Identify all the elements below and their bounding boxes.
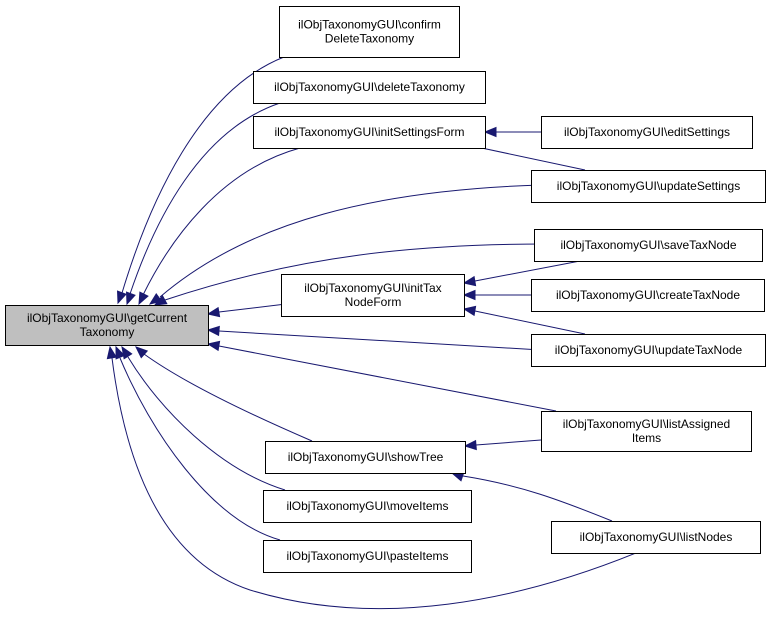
edge-updateTaxNode-to-initTaxNodeForm [462, 305, 586, 335]
node-label: Items [632, 431, 661, 445]
edge-deleteTaxonomy-to-getCurrentTaxonomy [126, 102, 281, 306]
arrowhead-icon [463, 439, 477, 451]
node-box[interactable] [253, 71, 486, 104]
edge-showTree-to-getCurrentTaxonomy [135, 346, 313, 442]
edge-line [127, 356, 286, 491]
node-box[interactable] [265, 441, 466, 474]
edge-initSettingsForm-to-getCurrentTaxonomy [138, 147, 301, 306]
node-label: NodeForm [345, 295, 402, 309]
node-update-tax-node[interactable]: ilObjTaxonomyGUI\updateTaxNode [531, 334, 766, 367]
node-box[interactable] [263, 490, 472, 523]
node-box[interactable] [253, 116, 486, 149]
edge-listNodes-to-getCurrentTaxonomy [106, 345, 637, 610]
node-box[interactable] [279, 6, 460, 58]
node-paste-items[interactable]: ilObjTaxonomyGUI\pasteItems [263, 540, 472, 573]
arrowhead-icon [106, 345, 118, 360]
node-box[interactable] [534, 229, 763, 262]
arrowhead-icon [117, 290, 127, 305]
node-label: ilObjTaxonomyGUI\getCurrent [27, 311, 188, 325]
edge-saveTaxNode-to-initTaxNodeForm [462, 260, 581, 287]
arrowhead-icon [462, 289, 476, 301]
edge-line [218, 303, 287, 313]
edge-listNodes-to-showTree [450, 471, 613, 522]
edge-saveTaxNode-to-getCurrentTaxonomy [153, 243, 547, 306]
node-label: ilObjTaxonomyGUI\confirm [298, 18, 441, 32]
node-delete-taxonomy[interactable]: ilObjTaxonomyGUI\deleteTaxonomy [253, 71, 486, 104]
edge-line [119, 357, 281, 541]
edge-editSettings-to-initSettingsForm [483, 126, 541, 138]
node-label: Taxonomy [80, 325, 135, 339]
node-box[interactable] [263, 540, 472, 573]
arrowhead-icon [153, 294, 168, 306]
edge-line [218, 345, 557, 412]
arrowhead-icon [206, 325, 220, 337]
edge-line [159, 184, 542, 298]
node-box[interactable] [5, 305, 209, 346]
node-label: ilObjTaxonomyGUI\initSettingsForm [274, 125, 464, 139]
edge-line [475, 439, 542, 446]
arrowhead-icon [138, 291, 149, 306]
node-label: ilObjTaxonomyGUI\initTax [304, 281, 441, 295]
node-box[interactable] [531, 334, 766, 367]
node-update-settings[interactable]: ilObjTaxonomyGUI\updateSettings [531, 170, 766, 203]
nodes-layer: ilObjTaxonomyGUI\getCurrentTaxonomyilObj… [5, 6, 766, 573]
edge-line [143, 353, 313, 442]
edge-line [474, 260, 581, 282]
arrowhead-icon [121, 345, 133, 360]
node-box[interactable] [541, 116, 753, 149]
edge-updateTaxNode-to-getCurrentTaxonomy [206, 325, 542, 351]
node-label: ilObjTaxonomyGUI\deleteTaxonomy [274, 80, 465, 94]
arrowhead-icon [206, 306, 221, 318]
arrowhead-icon [135, 346, 149, 359]
node-label: ilObjTaxonomyGUI\listAssigned [563, 417, 730, 431]
node-label: ilObjTaxonomyGUI\saveTaxNode [560, 238, 736, 252]
arrowhead-icon [462, 275, 477, 287]
edge-line [129, 102, 281, 295]
node-list-nodes[interactable]: ilObjTaxonomyGUI\listNodes [551, 521, 761, 554]
arrowhead-icon [115, 345, 126, 360]
node-move-items[interactable]: ilObjTaxonomyGUI\moveItems [263, 490, 472, 523]
node-label: ilObjTaxonomyGUI\pasteItems [286, 549, 448, 563]
edge-line [474, 310, 586, 335]
node-label: ilObjTaxonomyGUI\showTree [288, 450, 444, 464]
node-label: ilObjTaxonomyGUI\editSettings [564, 125, 730, 139]
edge-line [462, 475, 613, 522]
arrowhead-icon [462, 305, 477, 317]
node-box[interactable] [531, 279, 765, 312]
node-label: ilObjTaxonomyGUI\moveItems [286, 499, 448, 513]
node-label: ilObjTaxonomyGUI\updateTaxNode [555, 343, 743, 357]
edge-line [164, 243, 547, 301]
node-label: DeleteTaxonomy [325, 32, 414, 46]
edge-line [111, 357, 637, 610]
edge-listAssignedItems-to-getCurrentTaxonomy [206, 340, 557, 412]
arrowhead-icon [126, 291, 136, 306]
node-label: ilObjTaxonomyGUI\listNodes [580, 530, 733, 544]
node-box[interactable] [281, 274, 465, 317]
node-box[interactable] [531, 170, 766, 203]
edges-layer [106, 56, 637, 610]
edge-initTaxNodeForm-to-getCurrentTaxonomy [206, 303, 287, 318]
node-label: ilObjTaxonomyGUI\updateSettings [557, 179, 740, 193]
node-box[interactable] [541, 411, 752, 452]
node-show-tree[interactable]: ilObjTaxonomyGUI\showTree [265, 441, 466, 474]
edge-pasteItems-to-getCurrentTaxonomy [115, 345, 281, 541]
arrowhead-icon [206, 340, 221, 352]
edge-line [218, 330, 542, 351]
edge-listAssignedItems-to-showTree [463, 439, 542, 451]
node-save-tax-node[interactable]: ilObjTaxonomyGUI\saveTaxNode [534, 229, 763, 262]
arrowhead-icon [483, 126, 497, 138]
node-init-settings-form[interactable]: ilObjTaxonomyGUI\initSettingsForm [253, 116, 486, 149]
edge-line [142, 147, 301, 296]
node-edit-settings[interactable]: ilObjTaxonomyGUI\editSettings [541, 116, 753, 149]
node-label: ilObjTaxonomyGUI\createTaxNode [556, 288, 740, 302]
node-box[interactable] [551, 521, 761, 554]
node-create-tax-node[interactable]: ilObjTaxonomyGUI\createTaxNode [531, 279, 765, 312]
edge-createTaxNode-to-initTaxNodeForm [462, 289, 531, 301]
